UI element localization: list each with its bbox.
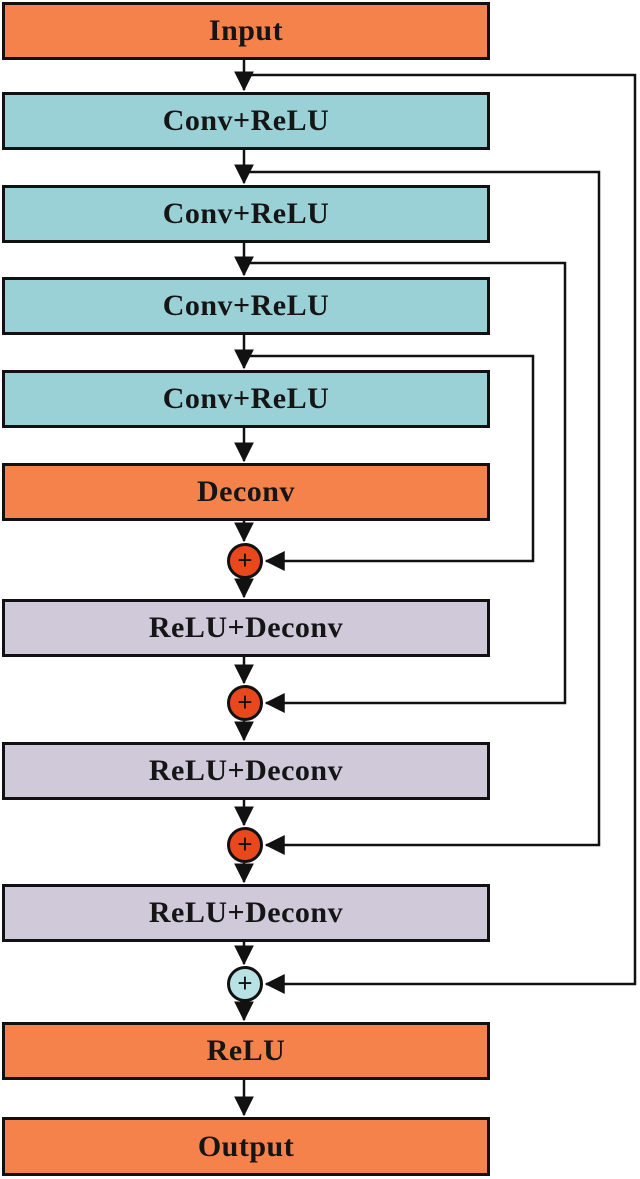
node-relu: ReLU — [2, 1022, 490, 1080]
node-deconv: Deconv — [2, 463, 490, 521]
node-output: Output — [2, 1117, 490, 1176]
node-conv-relu-2: Conv+ReLU — [2, 185, 490, 243]
skip-line-input-to-adder4 — [244, 73, 637, 994]
adder-2: + — [227, 685, 263, 721]
adder-3: + — [227, 827, 263, 863]
skip-line-conv3-to-adder1 — [244, 354, 535, 571]
adder-4: + — [227, 966, 263, 1002]
node-conv-relu-4: Conv+ReLU — [2, 370, 490, 428]
node-relu-deconv-3: ReLU+Deconv — [2, 884, 490, 942]
plus-icon: + — [237, 686, 253, 717]
skip-line-conv2-to-adder2 — [244, 261, 567, 713]
node-conv-relu-3: Conv+ReLU — [2, 277, 490, 335]
node-relu-deconv-2: ReLU+Deconv — [2, 742, 490, 800]
node-relu-deconv-1: ReLU+Deconv — [2, 599, 490, 657]
skip-line-conv1-to-adder3 — [244, 170, 601, 855]
plus-icon: + — [237, 828, 253, 859]
node-conv-relu-1: Conv+ReLU — [2, 92, 490, 150]
plus-icon: + — [237, 544, 253, 575]
node-input: Input — [2, 2, 490, 60]
adder-1: + — [227, 543, 263, 579]
plus-icon: + — [237, 967, 253, 998]
